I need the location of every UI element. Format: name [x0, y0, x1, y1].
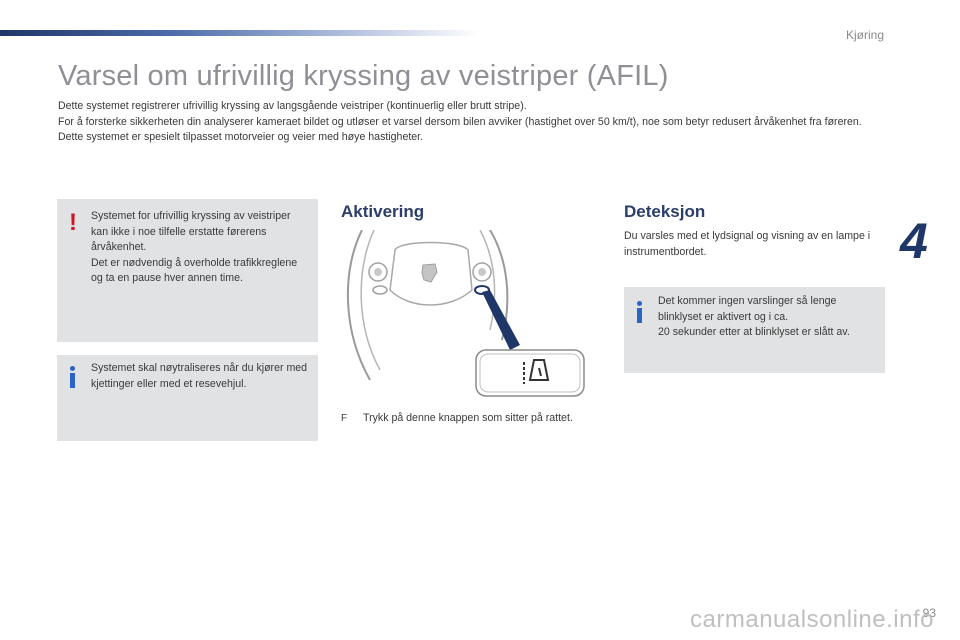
info-icon: [69, 366, 77, 388]
detection-text: Du varsles med et lydsignal og visning a…: [624, 229, 876, 260]
steering-wheel-illustration: [346, 230, 585, 397]
activation-heading: Aktivering: [341, 202, 425, 221]
chapter-number: 4: [900, 213, 928, 269]
instruction-text: Trykk på denne knappen som sitter på rat…: [363, 412, 573, 424]
section-label: Kjøring: [845, 28, 884, 42]
lane-departure-button-icon: [523, 359, 550, 384]
detection-heading: Deteksjon: [624, 202, 706, 221]
header-accent-bar: [0, 30, 480, 36]
info-text: 20 sekunder etter at blinklyset er slått…: [658, 326, 850, 338]
warning-text: Det er nødvendig å overholde trafikkregl…: [91, 256, 298, 285]
intro-line: For å forsterke sikkerheten din analyser…: [58, 115, 862, 128]
activation-instruction: F Trykk på denne knappen som sitter på r…: [341, 411, 581, 427]
intro-line: Dette systemet er spesielt tilpasset mot…: [58, 131, 424, 143]
info-box-left: Systemet skal nøytraliseres når du kjøre…: [57, 355, 318, 441]
watermark: carmanualsonline.info: [690, 606, 934, 633]
detection-description: Du varsles med et lydsignal og visning a…: [624, 230, 871, 258]
warning-box: ! Systemet for ufrivillig kryssing av ve…: [57, 199, 318, 342]
info-icon: [636, 301, 644, 323]
bullet-marker: F: [341, 413, 348, 424]
info-text: Det kommer ingen varslinger så lenge bli…: [658, 295, 837, 323]
page-number: 93: [922, 606, 936, 620]
page-title: Varsel om ufrivillig kryssing av veistri…: [58, 60, 669, 92]
info-text: Systemet skal nøytraliseres når du kjøre…: [91, 362, 308, 390]
intro-text: Dette systemet registrerer ufrivillig kr…: [58, 99, 888, 146]
info-box-right: Det kommer ingen varslinger så lenge bli…: [624, 287, 885, 373]
warning-text: Systemet for ufrivillig kryssing av veis…: [91, 210, 291, 253]
intro-line: Dette systemet registrerer ufrivillig kr…: [58, 100, 527, 112]
warning-exclamation-icon: !: [69, 209, 77, 236]
